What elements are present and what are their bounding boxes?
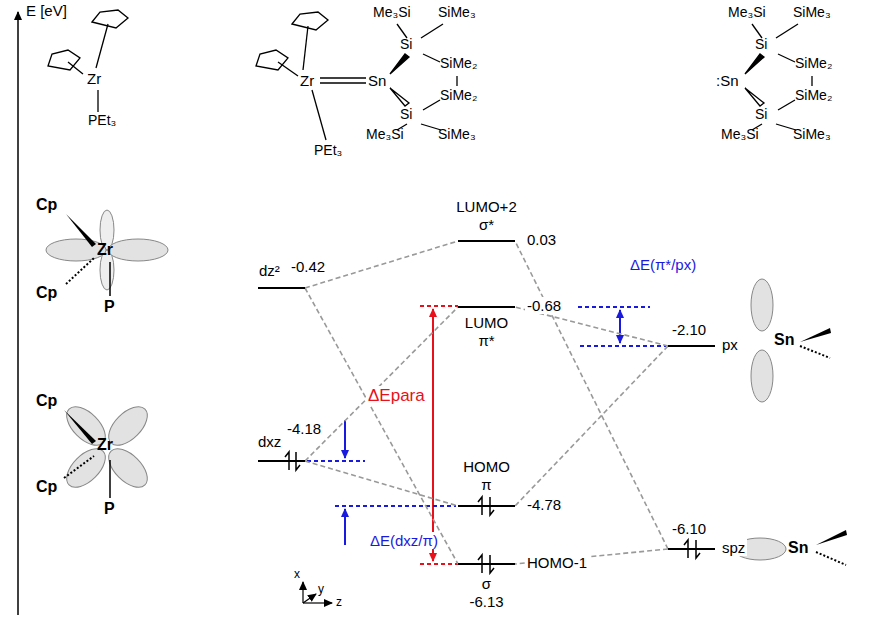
- level-label: LUMO+2: [454, 198, 518, 215]
- para-gap-marker: [420, 306, 458, 564]
- energy-level: HOMOπ-4.78: [458, 505, 515, 507]
- diagram-label: Me₃Si: [728, 4, 766, 20]
- diagram-label: ΔEpara: [366, 386, 427, 406]
- diagram-label: Me₃Si: [366, 126, 404, 142]
- correlation-line: [515, 346, 668, 506]
- diagram-label: Si: [400, 36, 412, 52]
- correlation-line: [305, 288, 458, 564]
- diagram-label: SiMe₂: [440, 55, 477, 71]
- diagram-label: Zr: [300, 72, 314, 89]
- level-label: -6.13: [467, 593, 505, 610]
- energy-level: HOMO-1σ-6.13: [458, 563, 515, 565]
- spz-orbital: [734, 530, 847, 565]
- electron-pairs: [285, 452, 700, 573]
- diagram-label: SiMe₂: [795, 55, 832, 71]
- dxz-orbital: [60, 400, 154, 498]
- diagram-label: Cp: [36, 478, 57, 496]
- energy-level: -2.10px: [668, 345, 715, 347]
- diagram-label: SiMe₂: [795, 87, 832, 103]
- px-orbital: [751, 279, 831, 402]
- diagram-label: Me₃Si: [373, 4, 411, 20]
- level-label: -2.10: [670, 321, 708, 338]
- diagram-label: ΔE(π*/px): [628, 256, 698, 273]
- energy-level: dz²-0.42: [258, 287, 305, 289]
- diagram-label: Sn: [368, 72, 386, 89]
- diagram-label: Zr: [97, 436, 113, 454]
- level-label: -0.68: [525, 297, 563, 314]
- diagram-label: Sn: [788, 539, 808, 557]
- diagram-label: Si: [400, 106, 412, 122]
- diagram-label: z: [336, 596, 342, 610]
- level-label: HOMO: [461, 458, 512, 475]
- diagram-label: Si: [755, 36, 767, 52]
- level-label: dxz: [256, 433, 283, 450]
- energy-level: dxz-4.18: [258, 460, 305, 462]
- level-label: spz: [720, 539, 747, 556]
- level-label: LUMO: [463, 314, 510, 331]
- energy-level: -6.10spz: [668, 548, 715, 550]
- level-label: -4.18: [285, 420, 323, 437]
- diagram-label: y: [318, 583, 324, 597]
- level-label: σ*: [477, 216, 496, 233]
- diagram-label: Cp: [36, 196, 57, 214]
- level-label: -4.78: [525, 496, 563, 513]
- level-label: px: [720, 336, 740, 353]
- level-label: σ: [480, 575, 493, 592]
- stannylene-ring: [745, 24, 812, 130]
- level-label: π: [479, 476, 493, 493]
- level-label: 0.03: [525, 231, 558, 248]
- level-label: π*: [476, 332, 496, 349]
- diagram-label: x: [294, 568, 300, 582]
- diagram-label: Si: [755, 106, 767, 122]
- level-label: -6.10: [670, 520, 708, 537]
- level-label: dz²: [257, 262, 282, 279]
- diagram-label: Zr: [97, 241, 113, 259]
- energy-level: LUMOπ*-0.68: [458, 306, 515, 308]
- correlation-line: [305, 461, 458, 506]
- diagram-label: SiMe₂: [440, 87, 477, 103]
- diagram-label: Sn: [774, 331, 794, 349]
- diagram-label: ΔE(dxz/π): [368, 532, 440, 549]
- diagram-label: SiMe₃: [438, 126, 476, 142]
- diagram-label: SiMe₃: [793, 4, 831, 20]
- correlation-line: [305, 241, 458, 288]
- coordinate-axes: [303, 582, 332, 603]
- diagram-label: PEt₃: [314, 142, 342, 158]
- diagram-label: P: [104, 500, 115, 518]
- diagram-label: PEt₃: [88, 112, 116, 128]
- cp2zr-fragment: [48, 10, 128, 112]
- dz2-orbital: [46, 210, 168, 296]
- diagram-label: Zr: [87, 70, 101, 87]
- diagram-label: SiMe₃: [438, 4, 476, 20]
- diagram-label: Cp: [36, 392, 57, 410]
- level-label: -0.42: [289, 258, 327, 275]
- diagram-label: E [eV]: [26, 2, 67, 19]
- zirconium-stannylene-complex: [256, 12, 366, 140]
- diagram-label: Cp: [36, 284, 57, 302]
- energy-axis: [17, 12, 19, 615]
- diagram-label: SiMe₃: [793, 126, 831, 142]
- diagram-label: :Sn: [716, 72, 739, 89]
- correlation-line: [515, 241, 668, 549]
- gap-markers: [307, 307, 666, 545]
- level-label: HOMO-1: [525, 554, 589, 571]
- correlation-line: [305, 307, 458, 461]
- cyclosilane-ring: [390, 24, 457, 130]
- diagram-label: P: [104, 298, 115, 316]
- diagram-label: Me₃Si: [721, 126, 759, 142]
- energy-level: LUMO+2σ*0.03: [458, 240, 515, 242]
